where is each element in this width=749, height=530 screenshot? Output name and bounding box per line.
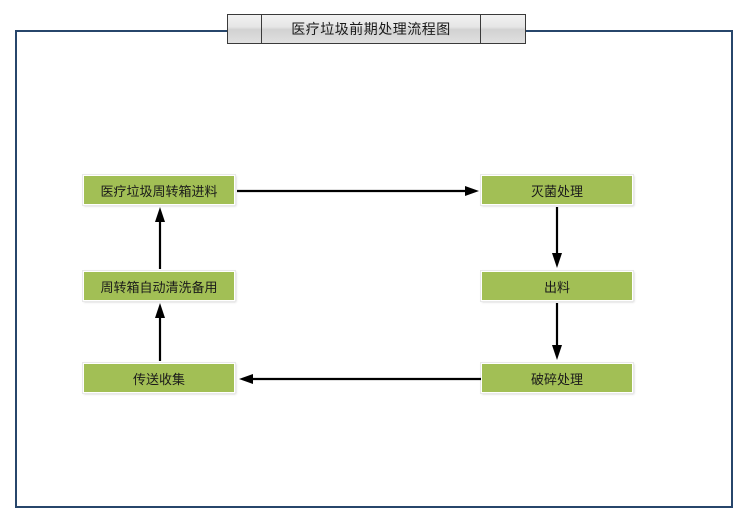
node-feed-label: 医疗垃圾周转箱进料	[100, 184, 218, 200]
node-sterilize[interactable]: 灭菌处理	[480, 174, 634, 206]
title-bar-center-segment: 医疗垃圾前期处理流程图	[261, 14, 481, 44]
node-collect[interactable]: 传送收集	[82, 362, 236, 394]
page-title: 医疗垃圾前期处理流程图	[291, 22, 451, 38]
arrow-crush-to-collect	[237, 371, 481, 387]
node-discharge[interactable]: 出料	[480, 270, 634, 302]
arrow-discharge-to-crush	[549, 303, 565, 361]
node-collect-label: 传送收集	[132, 372, 185, 388]
node-discharge-label: 出料	[543, 280, 570, 296]
node-sterilize-label: 灭菌处理	[530, 184, 583, 200]
arrow-feed-to-sterilize	[237, 183, 481, 199]
arrow-clean-to-feed	[152, 207, 168, 269]
title-bar: 医疗垃圾前期处理流程图	[227, 14, 526, 44]
node-crush[interactable]: 破碎处理	[480, 362, 634, 394]
outer-frame-border	[15, 30, 733, 508]
title-bar-left-segment	[227, 14, 261, 44]
node-crush-label: 破碎处理	[530, 372, 583, 388]
node-clean-label: 周转箱自动清洗备用	[100, 280, 218, 296]
arrow-sterilize-to-discharge	[549, 207, 565, 269]
node-clean[interactable]: 周转箱自动清洗备用	[82, 270, 236, 302]
node-feed[interactable]: 医疗垃圾周转箱进料	[82, 174, 236, 206]
title-bar-right-segment	[481, 14, 526, 44]
arrow-collect-to-clean	[152, 303, 168, 361]
